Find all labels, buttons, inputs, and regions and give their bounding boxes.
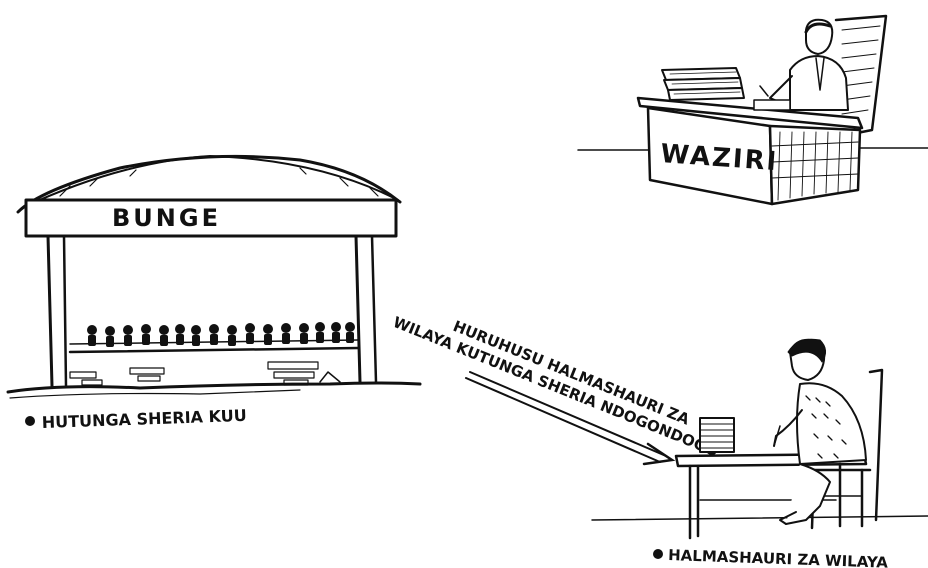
district-council-caption: HALMASHAURI ZA WILAYA — [668, 546, 889, 568]
parliament-sign: BUNGE — [112, 204, 221, 232]
parliament-caption: HUTUNGA SHERIA KUU — [41, 406, 246, 432]
minister-scene — [578, 16, 928, 204]
arrow-text-line1: HURUHUSU HALMASHAURI ZA — [451, 317, 693, 429]
parliament-building — [8, 156, 420, 398]
district-council-scene — [592, 339, 928, 538]
parliament-members — [87, 322, 355, 347]
caption-bullet-icon — [653, 549, 663, 559]
arrow-text-line2: WILAYA KUTUNGA SHERIA NDOGONDOGO — [391, 313, 721, 460]
caption-bullet-icon — [25, 416, 35, 426]
